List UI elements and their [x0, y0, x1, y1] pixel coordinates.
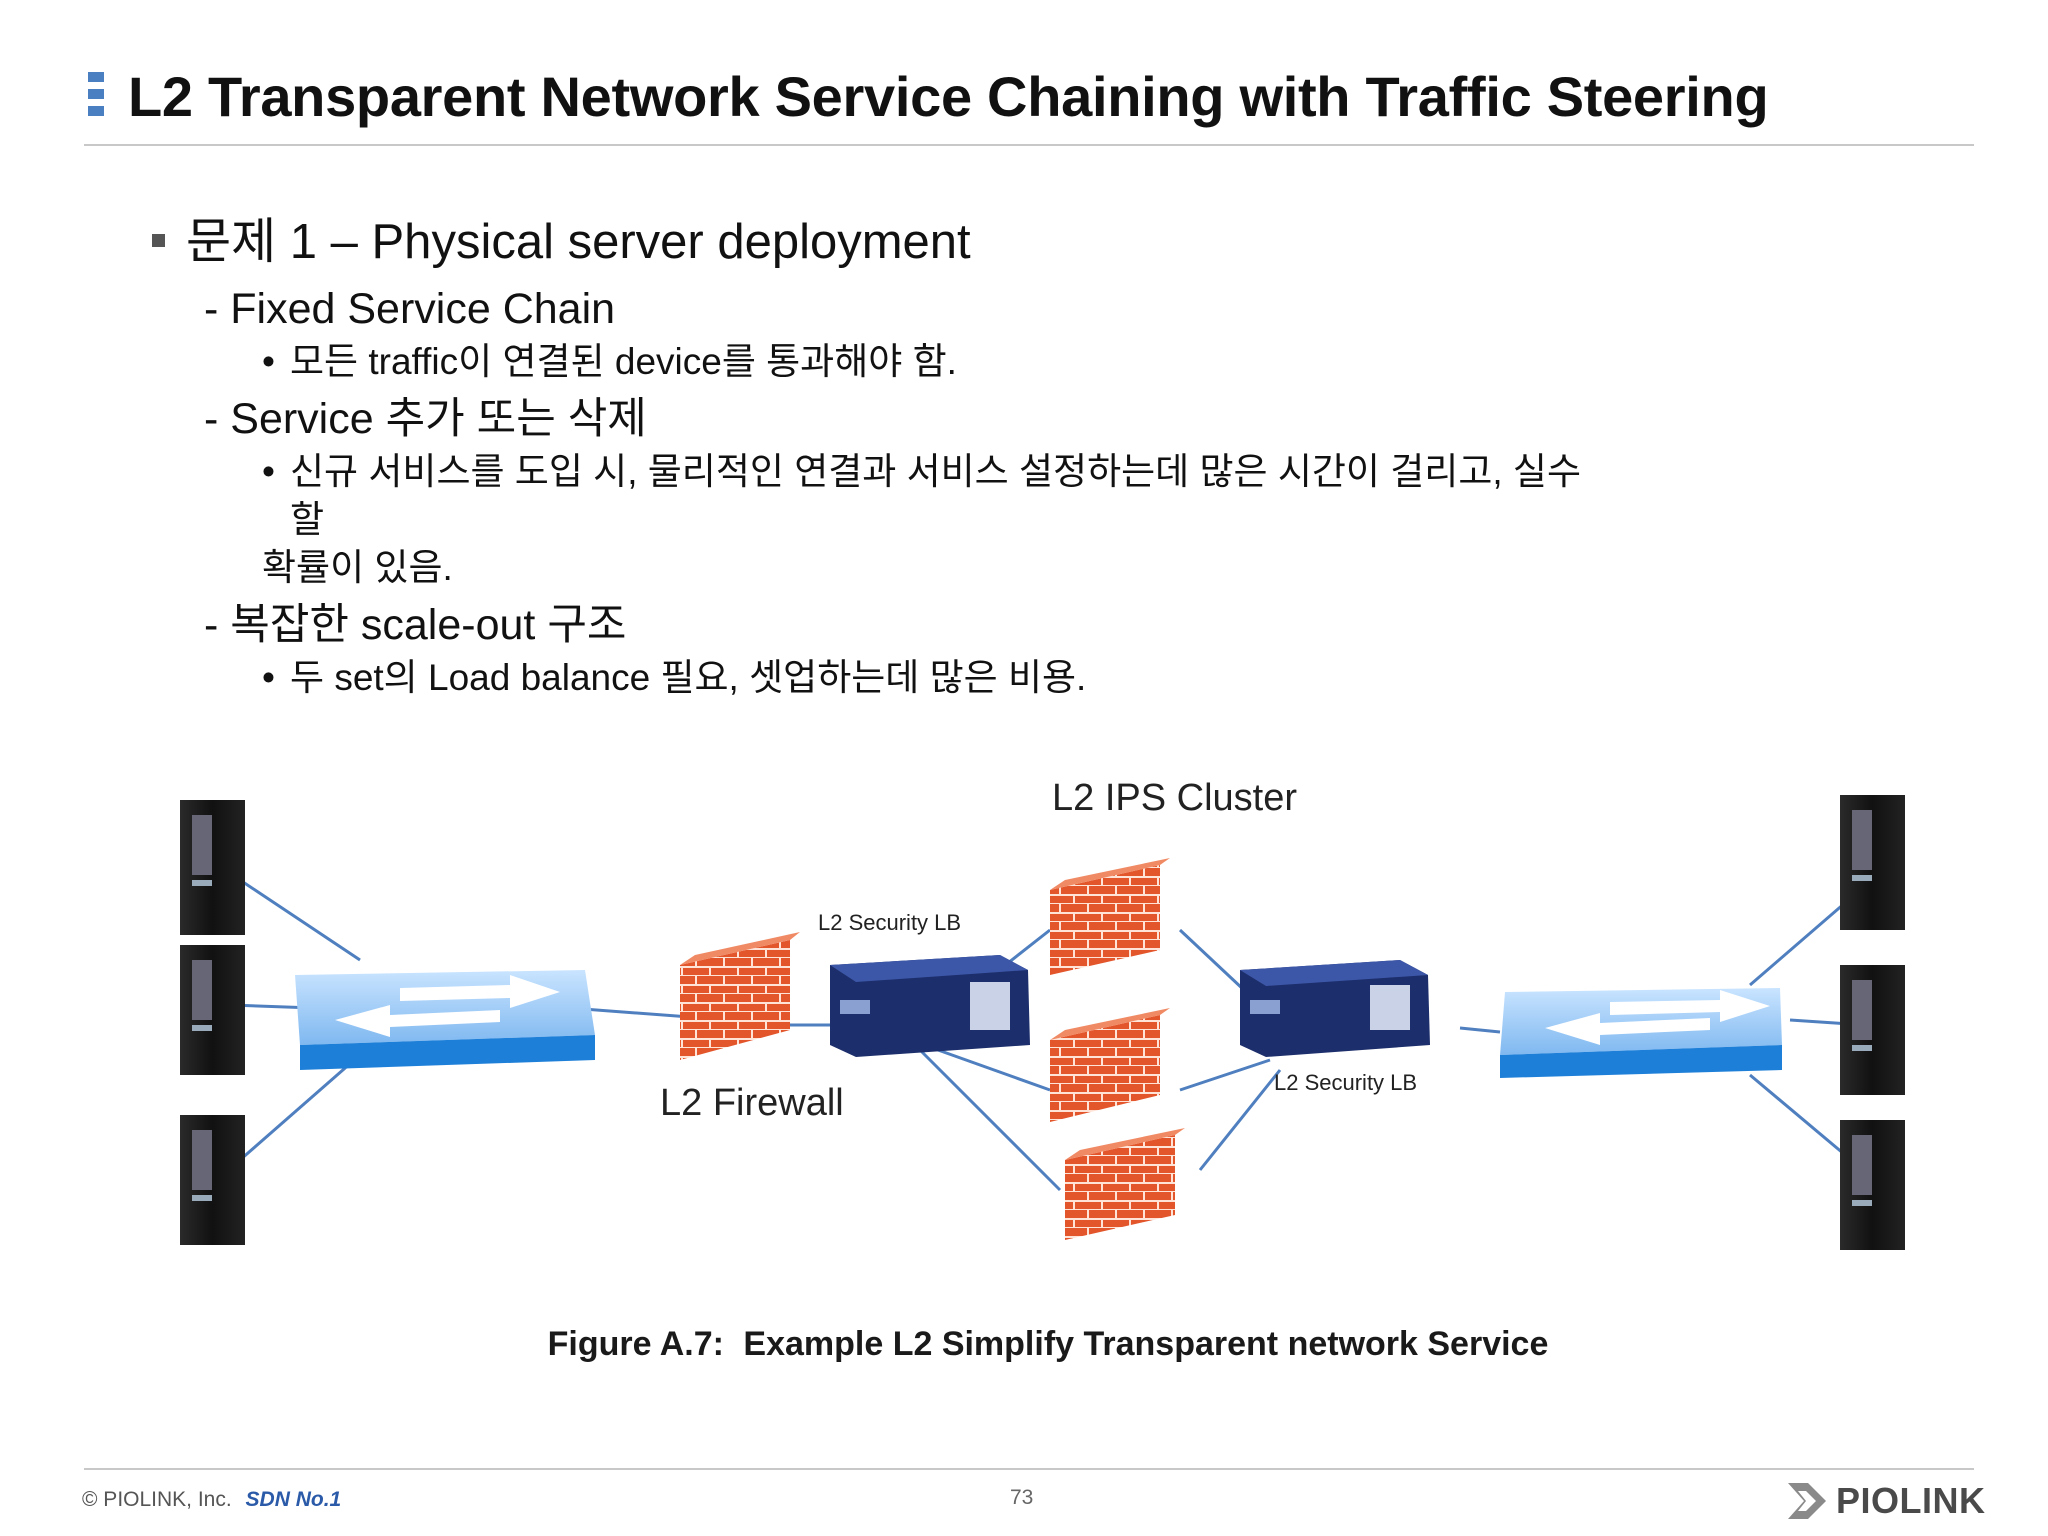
- security-appliance-icon: [830, 955, 1030, 1057]
- cluster-label: L2 IPS Cluster: [1052, 777, 1297, 819]
- firewall-icon: [680, 932, 800, 1060]
- firewall-icon: [1065, 1128, 1185, 1240]
- sub-bullet: • 신규 서비스를 도입 시, 물리적인 연결과 서비스 설정하는데 많은 시간…: [150, 448, 1850, 592]
- lb-left-label: L2 Security LB: [818, 910, 961, 935]
- sub-bullet: • 모든 traffic이 연결된 device를 통과해야 함.: [150, 338, 1850, 386]
- sub-bullet: • 두 set의 Load balance 필요, 셋업하는데 많은 비용.: [150, 654, 1850, 702]
- footer-copyright: © PIOLINK, Inc. SDN No.1: [82, 1488, 342, 1511]
- network-diagram: L2 Firewall L2 Security LB L2 IPS Cluste…: [180, 777, 1905, 1250]
- section-label: - Service 추가 또는 삭제: [204, 395, 647, 443]
- main-bullet: 문제 1 – Physical server deployment: [150, 210, 1850, 274]
- slide-content: 문제 1 – Physical server deployment - Fixe…: [150, 210, 1850, 706]
- title-bar: L2 Transparent Network Service Chaining …: [84, 62, 1974, 146]
- footer-tagline: SDN No.1: [245, 1488, 342, 1511]
- title-marker: [88, 72, 104, 116]
- firewall-label: L2 Firewall: [660, 1082, 844, 1124]
- security-appliance-icon: [1240, 960, 1430, 1057]
- server-icon: [1840, 965, 1905, 1095]
- server-icon: [180, 1115, 245, 1245]
- dot-bullet-icon: •: [262, 657, 275, 698]
- figure-caption: Figure A.7: Example L2 Simplify Transpar…: [547, 1325, 1549, 1363]
- square-bullet-icon: [152, 234, 165, 247]
- server-icon: [1840, 795, 1905, 930]
- server-icon: [180, 945, 245, 1075]
- section-label: - 복잡한 scale-out 구조: [204, 601, 627, 649]
- server-icon: [1840, 1120, 1905, 1250]
- page-number: 73: [1010, 1486, 1034, 1509]
- dot-bullet-icon: •: [262, 451, 275, 492]
- chevron-logo-icon: [1788, 1483, 1826, 1519]
- lb-right-label: L2 Security LB: [1274, 1070, 1417, 1095]
- dot-bullet-icon: •: [262, 341, 275, 382]
- brand-logo: PIOLINK: [1786, 1476, 1986, 1526]
- page-title: L2 Transparent Network Service Chaining …: [128, 65, 1769, 128]
- network-switch-icon: [1500, 988, 1782, 1078]
- firewall-icon: [1050, 858, 1170, 975]
- footer-divider: [84, 1468, 1974, 1470]
- section-label: - Fixed Service Chain: [204, 285, 616, 333]
- server-icon: [180, 800, 245, 935]
- network-switch-icon: [295, 970, 595, 1070]
- firewall-icon: [1050, 1008, 1170, 1122]
